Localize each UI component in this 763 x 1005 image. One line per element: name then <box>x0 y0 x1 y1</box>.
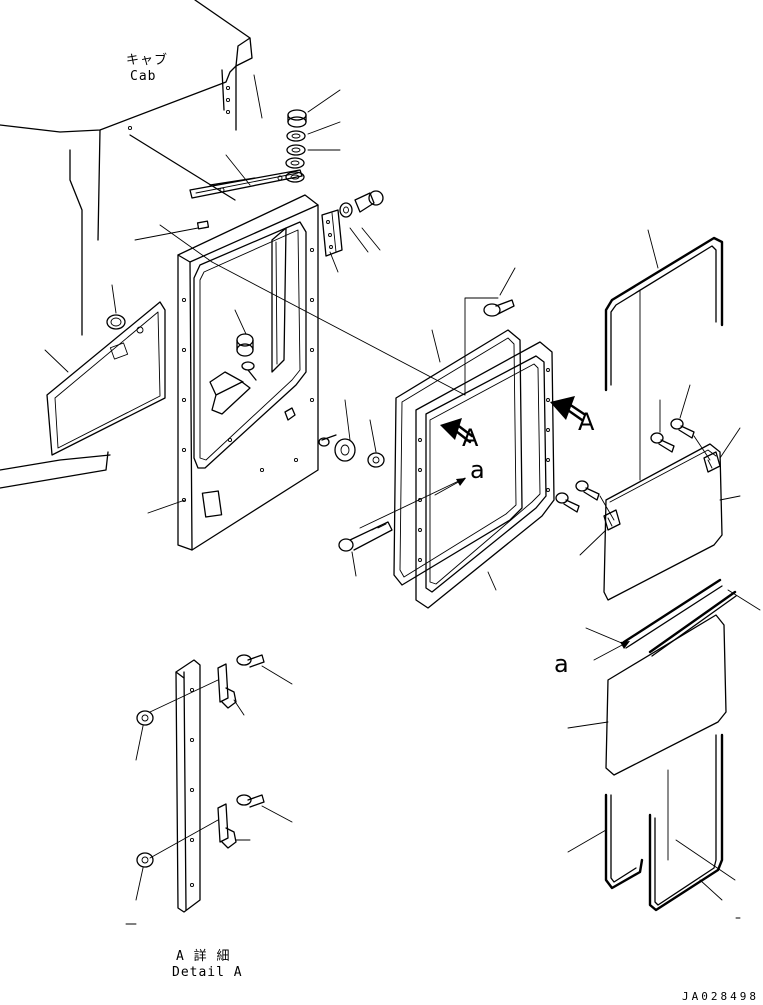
cab-body <box>0 0 253 489</box>
glass-sliding <box>603 443 723 601</box>
detail-a-lower-clip <box>149 794 265 859</box>
glass-fixed <box>605 614 727 776</box>
hinge-bracket-top <box>189 169 303 199</box>
view-arrow-a1 <box>440 418 474 444</box>
glass-screws <box>555 418 711 521</box>
flow-arrow-a-lower <box>593 641 630 661</box>
drawing-code: JA028498 <box>682 990 759 1003</box>
detail-a-channel <box>175 659 201 913</box>
flow-marker-a-lower: a <box>554 650 569 678</box>
detail-a-nuts <box>136 710 154 868</box>
door-stopper <box>318 434 385 468</box>
cab-side-panel <box>46 301 166 456</box>
door-hinge-plate <box>321 209 343 257</box>
detail-a-upper-clip <box>149 654 265 713</box>
cab-label-en: Cab <box>130 69 156 84</box>
door-panel <box>177 194 319 551</box>
glass-bracket-upper <box>703 451 721 473</box>
view-marker-a: A <box>462 424 479 452</box>
weatherstrip-lower <box>604 733 736 912</box>
glass-bracket-lower <box>603 509 621 531</box>
weatherstrip-upper <box>604 236 724 481</box>
grommet <box>106 314 126 330</box>
callout-leaders <box>44 74 761 925</box>
leader-lines <box>134 224 499 529</box>
frame-bolt <box>483 299 515 317</box>
window-frame <box>415 341 555 609</box>
view-marker-a-second: A <box>578 408 595 436</box>
view-arrow-a2 <box>550 396 586 422</box>
window-seal-outer <box>393 329 523 586</box>
sliding-rails <box>622 578 737 657</box>
detail-label-jp: A 詳 細 <box>176 948 230 964</box>
long-bolt <box>338 521 393 552</box>
hinge-pin-bolt <box>339 190 384 218</box>
flow-marker-a: a <box>470 456 485 484</box>
detail-label-en: Detail A <box>172 965 243 980</box>
cab-label-jp: キャブ <box>126 52 168 68</box>
top-fastener-stack <box>285 109 307 183</box>
flow-arrow-a <box>434 478 466 496</box>
